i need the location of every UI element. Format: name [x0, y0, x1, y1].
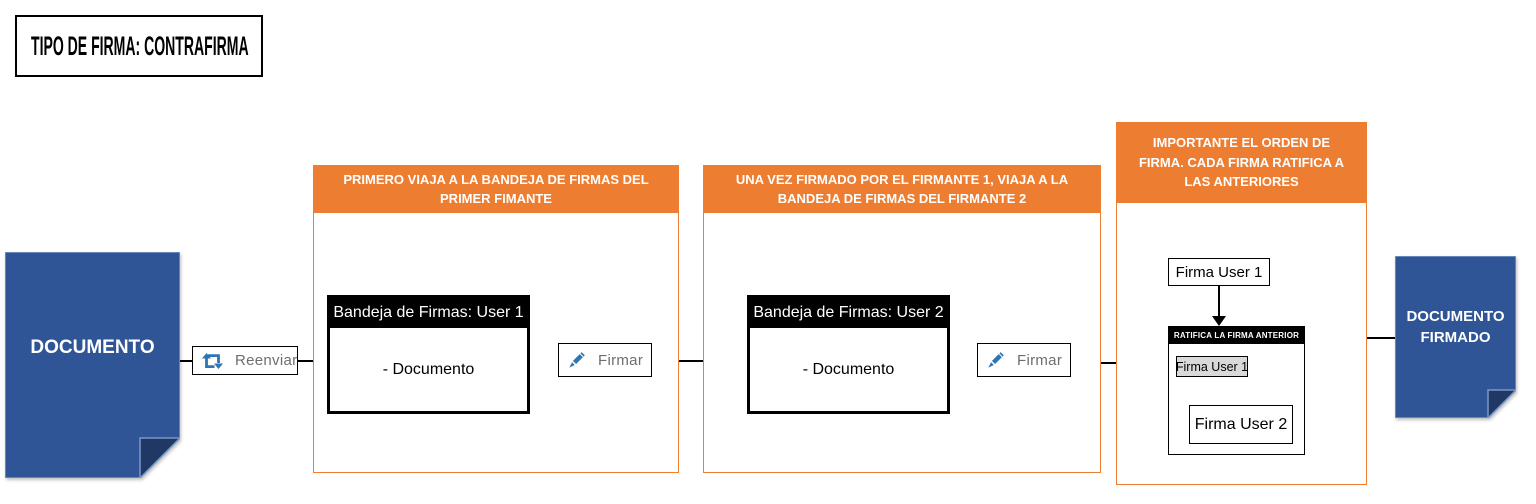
panel1-header: PRIMERO VIAJA A LA BANDEJA DE FIRMAS DEL… [313, 165, 679, 213]
reenviar-label: Reenviar [235, 352, 298, 369]
document-start-shape: DOCUMENTO [5, 252, 180, 478]
title-box: TIPO DE FIRMA: CONTRAFIRMA [15, 15, 263, 77]
connector-line [651, 360, 748, 362]
firmar1-label: Firmar [598, 351, 644, 369]
pencil-icon [568, 351, 586, 369]
ratifica-title: RATIFICA LA FIRMA ANTERIOR [1168, 326, 1305, 344]
document-start-label: DOCUMENTO [30, 337, 155, 358]
tray2-item: - Documento [802, 360, 895, 378]
firma-user2-box: Firma User 2 [1189, 405, 1293, 444]
document-end-shape: DOCUMENTO FIRMADO [1395, 256, 1516, 418]
firmar2-label: Firmar [1017, 351, 1063, 369]
diagram-title: TIPO DE FIRMA: CONTRAFIRMA [31, 30, 249, 61]
folded-document-icon [5, 252, 180, 478]
tray-user2: Bandeja de Firmas: User 2 - Documento [747, 295, 950, 414]
firmar-button-2[interactable]: Firmar [977, 343, 1071, 377]
document-end-label: DOCUMENTO FIRMADO [1406, 308, 1505, 346]
arrow-down-icon [1212, 316, 1226, 326]
connector-line [180, 360, 193, 362]
tray1-item: - Documento [382, 360, 475, 378]
tray1-title: Bandeja de Firmas: User 1 [330, 298, 527, 328]
tray-user1: Bandeja de Firmas: User 1 - Documento [327, 295, 530, 414]
folded-document-icon [1395, 256, 1516, 418]
pencil-icon [987, 351, 1005, 369]
panel2-header: UNA VEZ FIRMADO POR EL FIRMANTE 1, VIAJA… [703, 165, 1101, 213]
tray2-title: Bandeja de Firmas: User 2 [750, 298, 947, 328]
connector-line [1366, 337, 1396, 339]
reenviar-button[interactable]: Reenviar [192, 346, 298, 375]
repost-icon [202, 352, 223, 369]
panel3-header: IMPORTANTE EL ORDEN DE FIRMA. CADA FIRMA… [1116, 122, 1367, 203]
firma-user1-source-box: Firma User 1 [1168, 258, 1270, 286]
firmar-button-1[interactable]: Firmar [558, 343, 652, 377]
ratifica-arrow-stem [1218, 286, 1220, 317]
firma-user1-ratified-box: Firma User 1 [1176, 356, 1248, 377]
